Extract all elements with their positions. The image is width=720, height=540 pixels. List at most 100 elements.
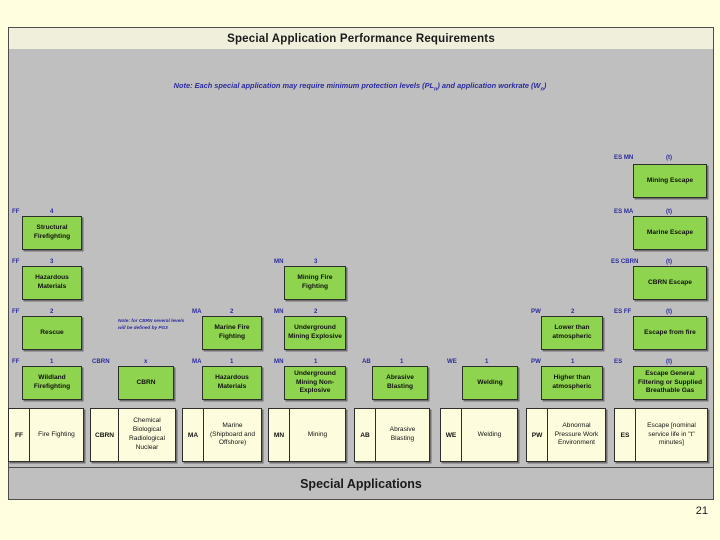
note-sub-2: n bbox=[540, 86, 544, 93]
tag-code: AB bbox=[362, 358, 371, 365]
app-box-mining[interactable]: MN Mining bbox=[268, 408, 346, 462]
app-name: Escape [nominal service life in "t" minu… bbox=[647, 421, 696, 447]
tag-code: ES MA bbox=[614, 208, 634, 215]
req-box-label: CBRN Escape bbox=[648, 278, 692, 286]
tag-level: 3 bbox=[314, 258, 318, 265]
req-box-label: Wildland Firefighting bbox=[33, 374, 71, 390]
tag-code: MA bbox=[192, 358, 202, 365]
tag-code: MA bbox=[192, 308, 202, 315]
req-box-label: Hazardous Materials bbox=[35, 274, 69, 290]
tag-code: MN bbox=[274, 258, 284, 265]
req-box-label: Mining Escape bbox=[646, 176, 694, 184]
req-box-wildland-firefighting[interactable]: Wildland Firefighting bbox=[22, 366, 82, 400]
req-box-label: Underground Mining Non-Explosive bbox=[294, 369, 336, 395]
req-box-mining-escape[interactable]: Mining Escape bbox=[633, 164, 707, 198]
req-box-rescue[interactable]: Rescue bbox=[22, 316, 82, 350]
req-box-escape-general[interactable]: Escape General Filtering or Supplied Bre… bbox=[633, 366, 707, 400]
app-abbr: AB bbox=[355, 409, 376, 461]
tag-level: 1 bbox=[400, 358, 404, 365]
req-box-underground-mining-non-explosive[interactable]: Underground Mining Non-Explosive bbox=[284, 366, 346, 400]
req-box-label: Higher than atmospheric bbox=[552, 374, 592, 390]
req-box-label: CBRN bbox=[136, 378, 156, 386]
tag-level: 1 bbox=[485, 358, 489, 365]
tag-level: 1 bbox=[230, 358, 234, 365]
req-box-marine-escape[interactable]: Marine Escape bbox=[633, 216, 707, 250]
note-part-3: ) bbox=[543, 81, 547, 90]
tag-code: MN bbox=[274, 308, 284, 315]
req-box-welding[interactable]: Welding bbox=[462, 366, 518, 400]
app-box-fire-fighting[interactable]: FF Fire Fighting bbox=[8, 408, 84, 462]
tag-code: ES MN bbox=[614, 154, 634, 161]
page-number: 21 bbox=[695, 505, 708, 517]
tag-code: FF bbox=[12, 358, 20, 365]
tag-level: 1 bbox=[571, 358, 575, 365]
tag-level: 2 bbox=[314, 308, 318, 315]
app-name: Mining bbox=[307, 430, 328, 438]
slide-footer-bar: Special Applications bbox=[8, 467, 714, 500]
req-box-lower-than-atmospheric[interactable]: Lower than atmospheric bbox=[541, 316, 603, 350]
app-name: Abnormal Pressure Work Environment bbox=[554, 421, 599, 447]
tag-code: CBRN bbox=[92, 358, 110, 365]
req-box-label: Escape from fire bbox=[644, 328, 696, 336]
protection-level-note: Note: Each special application may requi… bbox=[0, 81, 720, 92]
app-abbr: MA bbox=[183, 409, 204, 461]
app-box-marine[interactable]: MA Marine (Shipboard and Offshore) bbox=[182, 408, 262, 462]
app-box-welding[interactable]: WE Welding bbox=[440, 408, 518, 462]
app-abbr: WE bbox=[441, 409, 462, 461]
req-box-mining-fire-fighting[interactable]: Mining Fire Fighting bbox=[284, 266, 346, 300]
req-box-ff-hazardous-materials[interactable]: Hazardous Materials bbox=[22, 266, 82, 300]
cbrn-levels-note: Note: for CBRN several levels will be de… bbox=[118, 318, 185, 331]
tag-level: (t) bbox=[666, 258, 673, 265]
req-box-label: Lower than atmospheric bbox=[552, 324, 592, 340]
tag-level: 1 bbox=[50, 358, 54, 365]
req-box-label: Hazardous Materials bbox=[215, 374, 249, 390]
tag-code: WE bbox=[447, 358, 457, 365]
slide-title-bar: Special Application Performance Requirem… bbox=[8, 27, 714, 51]
tag-code: FF bbox=[12, 258, 20, 265]
tag-level: (t) bbox=[666, 208, 673, 215]
req-box-label: Structural Firefighting bbox=[33, 224, 71, 240]
app-box-escape[interactable]: ES Escape [nominal service life in "t" m… bbox=[614, 408, 708, 462]
req-box-cbrn[interactable]: CBRN bbox=[118, 366, 174, 400]
app-name: Welding bbox=[477, 430, 502, 438]
req-box-higher-than-atmospheric[interactable]: Higher than atmospheric bbox=[541, 366, 603, 400]
app-abbr: ES bbox=[615, 409, 636, 461]
tag-level: 2 bbox=[230, 308, 234, 315]
req-box-abrasive-blasting[interactable]: Abrasive Blasting bbox=[372, 366, 428, 400]
app-abbr: PW bbox=[527, 409, 548, 461]
app-name: Abrasive Blasting bbox=[389, 426, 416, 442]
app-box-abnormal-pressure[interactable]: PW Abnormal Pressure Work Environment bbox=[526, 408, 606, 462]
req-box-cbrn-escape[interactable]: CBRN Escape bbox=[633, 266, 707, 300]
tag-code: ES FF bbox=[614, 308, 632, 315]
tag-code: MN bbox=[274, 358, 284, 365]
tag-level: 2 bbox=[50, 308, 54, 315]
app-box-abrasive-blasting[interactable]: AB Abrasive Blasting bbox=[354, 408, 430, 462]
req-box-underground-mining-explosive[interactable]: Underground Mining Explosive bbox=[284, 316, 346, 350]
tag-level: 2 bbox=[571, 308, 575, 315]
note-sub-1: n bbox=[434, 86, 438, 93]
req-box-label: Mining Fire Fighting bbox=[297, 274, 333, 290]
tag-code: FF bbox=[12, 208, 20, 215]
req-box-label: Marine Escape bbox=[646, 228, 694, 236]
tag-level: 4 bbox=[50, 208, 54, 215]
tag-code: ES CBRN bbox=[611, 258, 639, 265]
tag-code: PW bbox=[531, 358, 541, 365]
footer-title: Special Applications bbox=[300, 476, 422, 491]
req-box-label: Welding bbox=[477, 378, 503, 386]
app-name: Chemical Biological Radiological Nuclear bbox=[129, 417, 165, 451]
diagram-panel bbox=[8, 49, 714, 468]
app-abbr: CBRN bbox=[91, 409, 119, 461]
req-box-label: Underground Mining Explosive bbox=[288, 324, 342, 340]
app-abbr: MN bbox=[269, 409, 290, 461]
req-box-label: Escape General Filtering or Supplied Bre… bbox=[637, 369, 703, 395]
tag-code: ES bbox=[614, 358, 623, 365]
req-box-escape-from-fire[interactable]: Escape from fire bbox=[633, 316, 707, 350]
tag-level: (t) bbox=[666, 154, 673, 161]
req-box-structural-firefighting[interactable]: Structural Firefighting bbox=[22, 216, 82, 250]
tag-level: x bbox=[144, 358, 148, 365]
req-box-ma-hazardous-materials[interactable]: Hazardous Materials bbox=[202, 366, 262, 400]
app-abbr: FF bbox=[9, 409, 30, 461]
app-box-cbrn[interactable]: CBRN Chemical Biological Radiological Nu… bbox=[90, 408, 176, 462]
req-box-marine-fire-fighting[interactable]: Marine Fire Fighting bbox=[202, 316, 262, 350]
